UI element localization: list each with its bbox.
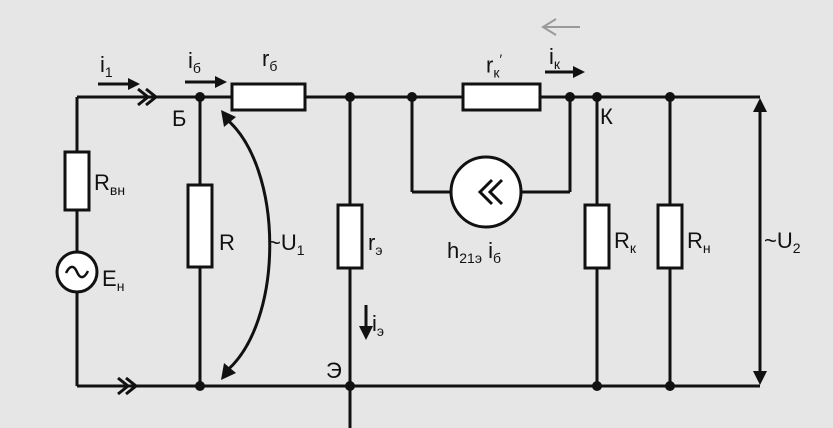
i1-arrow-icon: [98, 78, 140, 90]
r-e-branch: [336, 97, 364, 386]
label-ik: iк: [549, 44, 561, 72]
label-r-vn: Rвн: [94, 170, 126, 198]
label-r: R: [219, 230, 235, 255]
label-rk-prime: rк′: [486, 51, 503, 81]
label-e-n: Eн: [102, 266, 125, 294]
ik-arrow-icon: [545, 66, 585, 78]
u2-double-arrow-icon: [753, 98, 767, 385]
ib-arrow-icon: [185, 76, 227, 88]
faint-arrow-icon: [541, 18, 580, 36]
label-h21: h21э iб: [447, 238, 501, 266]
r-k-branch: [583, 97, 611, 386]
label-r-k: Rк: [614, 228, 637, 256]
ac-sine-icon: [64, 265, 90, 279]
resistor-r-n: [656, 203, 684, 270]
label-u1: ~U1: [268, 230, 305, 258]
resistor-r-e: [336, 203, 364, 270]
label-ie: iэ: [372, 311, 385, 339]
label-rb: rб: [262, 46, 278, 74]
node-label-e: Э: [326, 358, 342, 383]
resistor-r-b: [230, 82, 307, 112]
r-branch: [186, 97, 214, 386]
collector-loop: [410, 82, 572, 229]
resistor-r-k: [583, 203, 611, 270]
current-source-h21: [449, 155, 523, 229]
label-i1: i1: [100, 52, 113, 80]
u1-double-arrow-icon: [221, 110, 272, 380]
junction-dots: [195, 92, 675, 391]
label-r-e: rэ: [368, 230, 383, 258]
label-u2: ~U2: [764, 228, 801, 256]
ie-arrow-icon: [359, 305, 373, 340]
resistor-r: [186, 183, 214, 269]
node-label-b: Б: [172, 106, 187, 131]
resistor-r-vn: [63, 150, 91, 212]
node-label-k: К: [600, 104, 613, 129]
resistor-r-k-prime: [461, 82, 542, 112]
r-n-branch: [656, 97, 684, 386]
input-connector-icon: [137, 87, 159, 107]
label-ib: iб: [188, 48, 201, 76]
label-r-n: Rн: [687, 228, 711, 256]
source-branch: [55, 97, 99, 386]
